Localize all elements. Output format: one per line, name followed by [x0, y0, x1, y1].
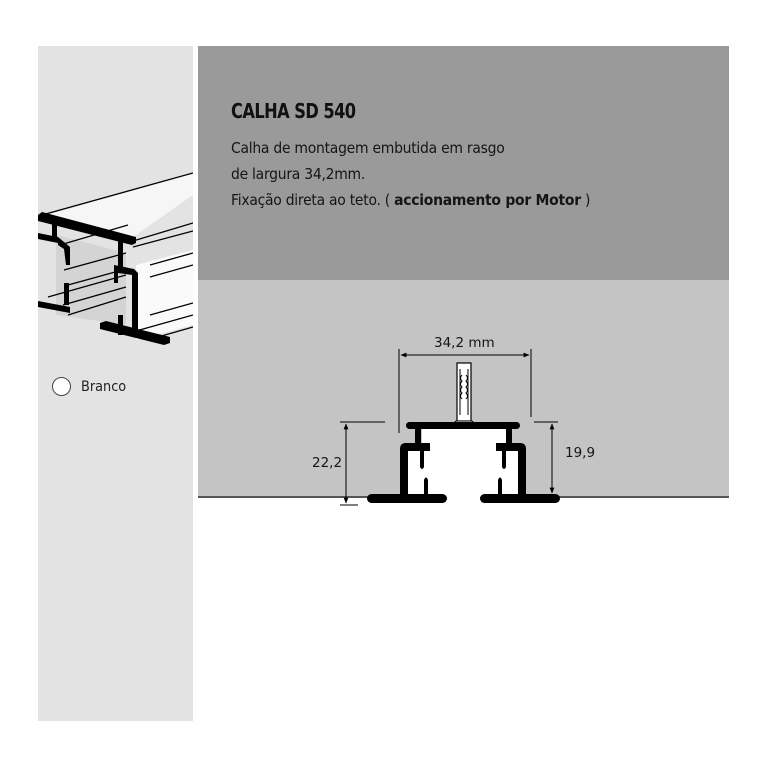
description-line-2: de largura 34,2mm. [231, 165, 366, 183]
wall-plug-icon [448, 362, 480, 428]
color-option-branco[interactable]: Branco [52, 377, 130, 396]
body-height-label: 19,9 [565, 445, 596, 461]
product-title: CALHA SD 540 [231, 99, 356, 123]
motor-note: accionamento por Motor [394, 191, 581, 209]
width-dimension-label: 34,2 mm [434, 335, 495, 351]
rail-cross-section-diagram [340, 349, 560, 506]
header-band [198, 46, 729, 280]
product-description: Calha de montagem embutida em rasgo de l… [231, 135, 663, 213]
rail-profile [367, 422, 560, 503]
description-line-3: Fixação direta ao teto. ( accionamento p… [231, 191, 591, 209]
description-line-1: Calha de montagem embutida em rasgo [231, 139, 505, 157]
dimension-lines [340, 349, 558, 506]
color-label: Branco [81, 378, 127, 395]
rail-perspective-illustration [38, 172, 193, 345]
total-height-label: 22,2 [312, 455, 343, 471]
white-swatch-icon [52, 377, 71, 396]
